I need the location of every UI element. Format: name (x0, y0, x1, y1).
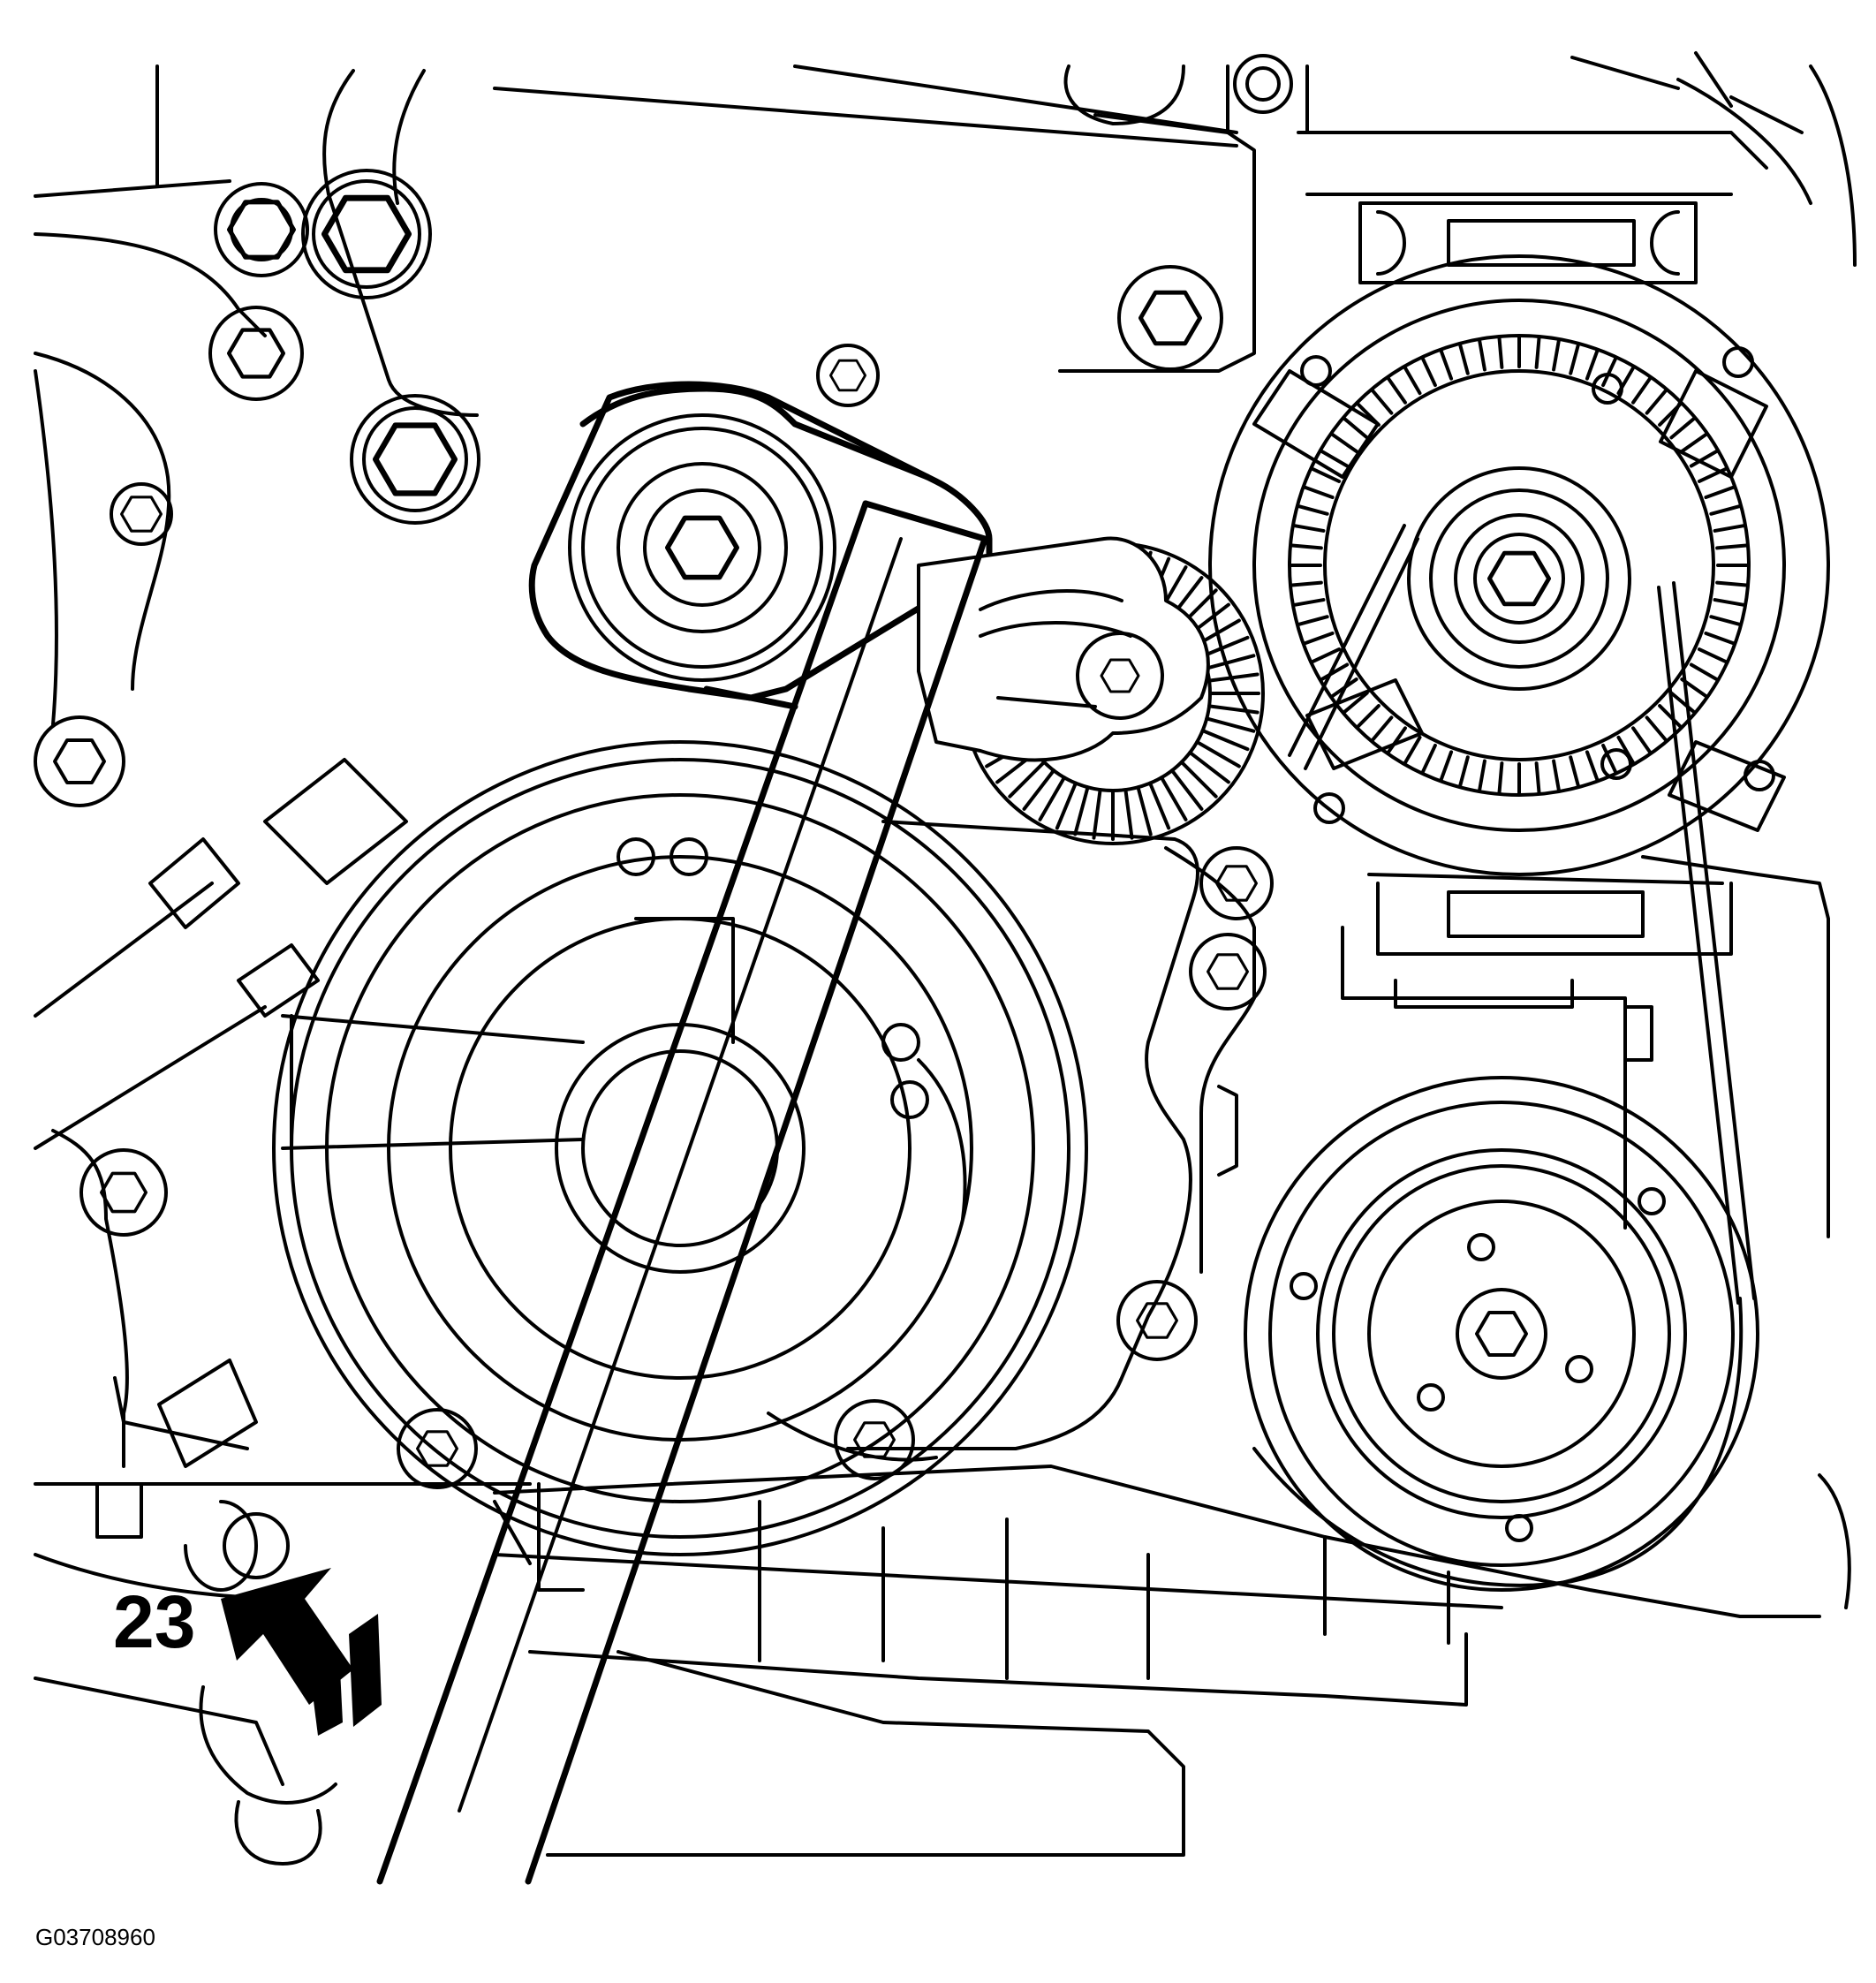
pulley-fin (1403, 366, 1422, 396)
pulley-fin (1195, 740, 1241, 768)
pulley-fin (1585, 349, 1600, 381)
idler-pulley (528, 381, 993, 710)
pulley-fin (1439, 750, 1454, 782)
pulley-fin (1207, 704, 1259, 715)
pulley-fin (1343, 417, 1369, 440)
pulley-fin (1292, 524, 1326, 533)
pulley-fin (1205, 654, 1256, 670)
pulley-fin (1715, 543, 1749, 550)
pulley-fin (1320, 662, 1350, 681)
pulley-fin (1420, 357, 1437, 388)
pulley-fin (1534, 761, 1541, 795)
pulley-fin (1022, 768, 1056, 811)
arrow-up-left-icon (221, 1568, 382, 1736)
crankshaft-damper (272, 740, 1088, 1556)
pulley-fin (1669, 691, 1696, 714)
ac-compressor (1244, 855, 1830, 1592)
pulley-fin (1200, 635, 1250, 658)
callout-23: 23 (113, 1568, 382, 1736)
left-engine-components (34, 758, 532, 1866)
pulley-fin (1709, 615, 1742, 626)
pulley-fin (1008, 760, 1047, 798)
pulley-fin (1303, 631, 1335, 646)
pulley-fin (1297, 615, 1329, 626)
pulley-fin (1478, 759, 1486, 792)
bolt-heads-upper (34, 169, 1223, 807)
pulley-fin (1311, 647, 1342, 664)
pulley-fin (1458, 755, 1470, 788)
pulley-fin (1297, 504, 1329, 516)
pulley-fin (1371, 389, 1394, 415)
pulley-fin (1585, 750, 1600, 782)
pulley-fin (1371, 715, 1394, 742)
pulley-fin (1205, 716, 1256, 733)
pulley-fin (1123, 788, 1134, 840)
pulley-fin (1645, 715, 1668, 742)
pulley-fin (1311, 466, 1342, 483)
pulley-fin (1320, 450, 1350, 468)
upper-bracket-outlines (34, 51, 1857, 726)
pulley-fin (1387, 726, 1407, 754)
pulley-fin (1179, 760, 1218, 798)
pulley-fin (1478, 338, 1486, 372)
pulley-fin (1055, 781, 1078, 830)
pulley-fin (1188, 750, 1230, 784)
pulley-fin (1631, 726, 1652, 754)
pulley-fin (1552, 759, 1561, 792)
breaker-bar-tool (376, 500, 988, 1885)
pulley-fin (1497, 761, 1504, 795)
pulley-fin (1420, 743, 1437, 774)
pulley-fin (1497, 336, 1504, 369)
pulley-fin (1290, 543, 1323, 550)
pulley-fin (1704, 631, 1736, 646)
pulley-fin (1709, 504, 1742, 516)
pulley-fin (1160, 776, 1188, 821)
pulley-fin (1715, 580, 1749, 587)
pulley-fin (1569, 755, 1580, 788)
drive-belt (1252, 524, 1756, 1587)
pulley-fin (1073, 785, 1090, 836)
front-cover (79, 820, 1274, 1489)
pulley-fin (1458, 343, 1470, 375)
pulley-fin (1552, 338, 1561, 372)
pulley-fin (1601, 743, 1618, 774)
pulley-fin (1658, 704, 1683, 729)
figure-id: G03708960 (35, 1924, 155, 1950)
alternator (1208, 254, 1830, 876)
pulley-fin (1403, 735, 1422, 765)
pulley-fin (1645, 389, 1668, 415)
pulley-fin (1292, 598, 1326, 607)
pulley-fin (1169, 768, 1204, 811)
pulley-fin (1669, 417, 1696, 440)
pulley-fin (1148, 781, 1171, 830)
oil-pan (493, 1412, 1851, 1857)
pulley-fin (1689, 450, 1719, 468)
pulley-fin (1631, 376, 1652, 405)
belt-tensioner (917, 536, 1265, 845)
pulley-fin (1290, 580, 1323, 587)
pulley-fin (1343, 691, 1369, 714)
pulley-fin (1697, 647, 1728, 664)
pulley-fin (1092, 788, 1102, 840)
pulley-fin (1680, 433, 1708, 453)
pulley-fin (1200, 729, 1250, 752)
pulley-fin (1569, 343, 1580, 375)
pulley-fin (1207, 672, 1259, 683)
pulley-fin (1689, 662, 1719, 681)
pulley-fin (1356, 704, 1381, 729)
pulley-fin (1136, 785, 1153, 836)
pulley-fin (1303, 485, 1335, 500)
pulley-fin (1713, 524, 1746, 533)
pulley-fin (1387, 376, 1407, 405)
callout-number: 23 (113, 1580, 195, 1663)
pulley-fin (1330, 433, 1358, 453)
pulley-fin (1534, 336, 1541, 369)
pulley-fin (1439, 349, 1454, 381)
pulley-fin (1704, 485, 1736, 500)
pulley-fin (1601, 357, 1618, 388)
pulley-fin (1038, 776, 1066, 821)
pulley-fin (1713, 598, 1746, 607)
